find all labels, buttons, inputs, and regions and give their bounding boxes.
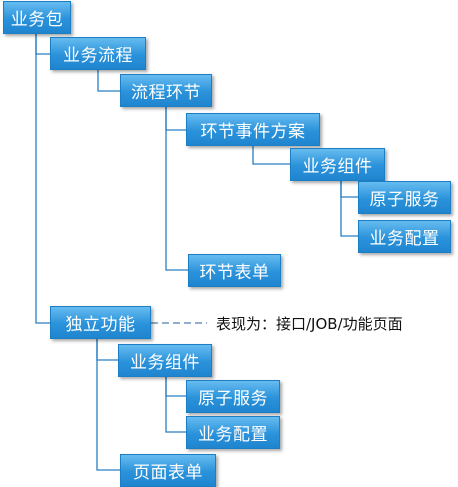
connector-process-step — [97, 68, 120, 92]
node-atomic-service-a: 原子服务 — [358, 181, 451, 214]
node-process: 业务流程 — [50, 37, 146, 70]
connector-component-b-config — [165, 376, 186, 433]
node-step: 流程环节 — [120, 74, 212, 107]
node-standalone: 独立功能 — [50, 306, 151, 339]
node-root: 业务包 — [3, 1, 71, 34]
node-atomic-service-b: 原子服务 — [186, 380, 280, 413]
connector-root-standalone — [35, 33, 50, 324]
node-step-form: 环节表单 — [188, 254, 281, 287]
node-biz-config-b: 业务配置 — [186, 416, 280, 449]
connector-step-event — [165, 106, 186, 131]
node-step-event: 环节事件方案 — [186, 113, 320, 146]
connector-event-component — [252, 146, 290, 165]
connector-component-atomic — [340, 180, 358, 198]
node-biz-component-b: 业务组件 — [118, 344, 212, 377]
connector-standalone-pageform — [96, 339, 120, 471]
node-page-form: 页面表单 — [120, 454, 216, 487]
annotation-text: 表现为：接口/JOB/功能页面 — [216, 315, 403, 333]
connector-standalone-component — [96, 339, 118, 361]
connector-step-form — [165, 106, 188, 271]
connector-root-process — [35, 33, 50, 55]
node-biz-config-a: 业务配置 — [358, 220, 451, 253]
connector-component-b-atomic — [165, 376, 186, 397]
connector-component-config — [340, 180, 358, 237]
node-biz-component-a: 业务组件 — [290, 148, 385, 181]
